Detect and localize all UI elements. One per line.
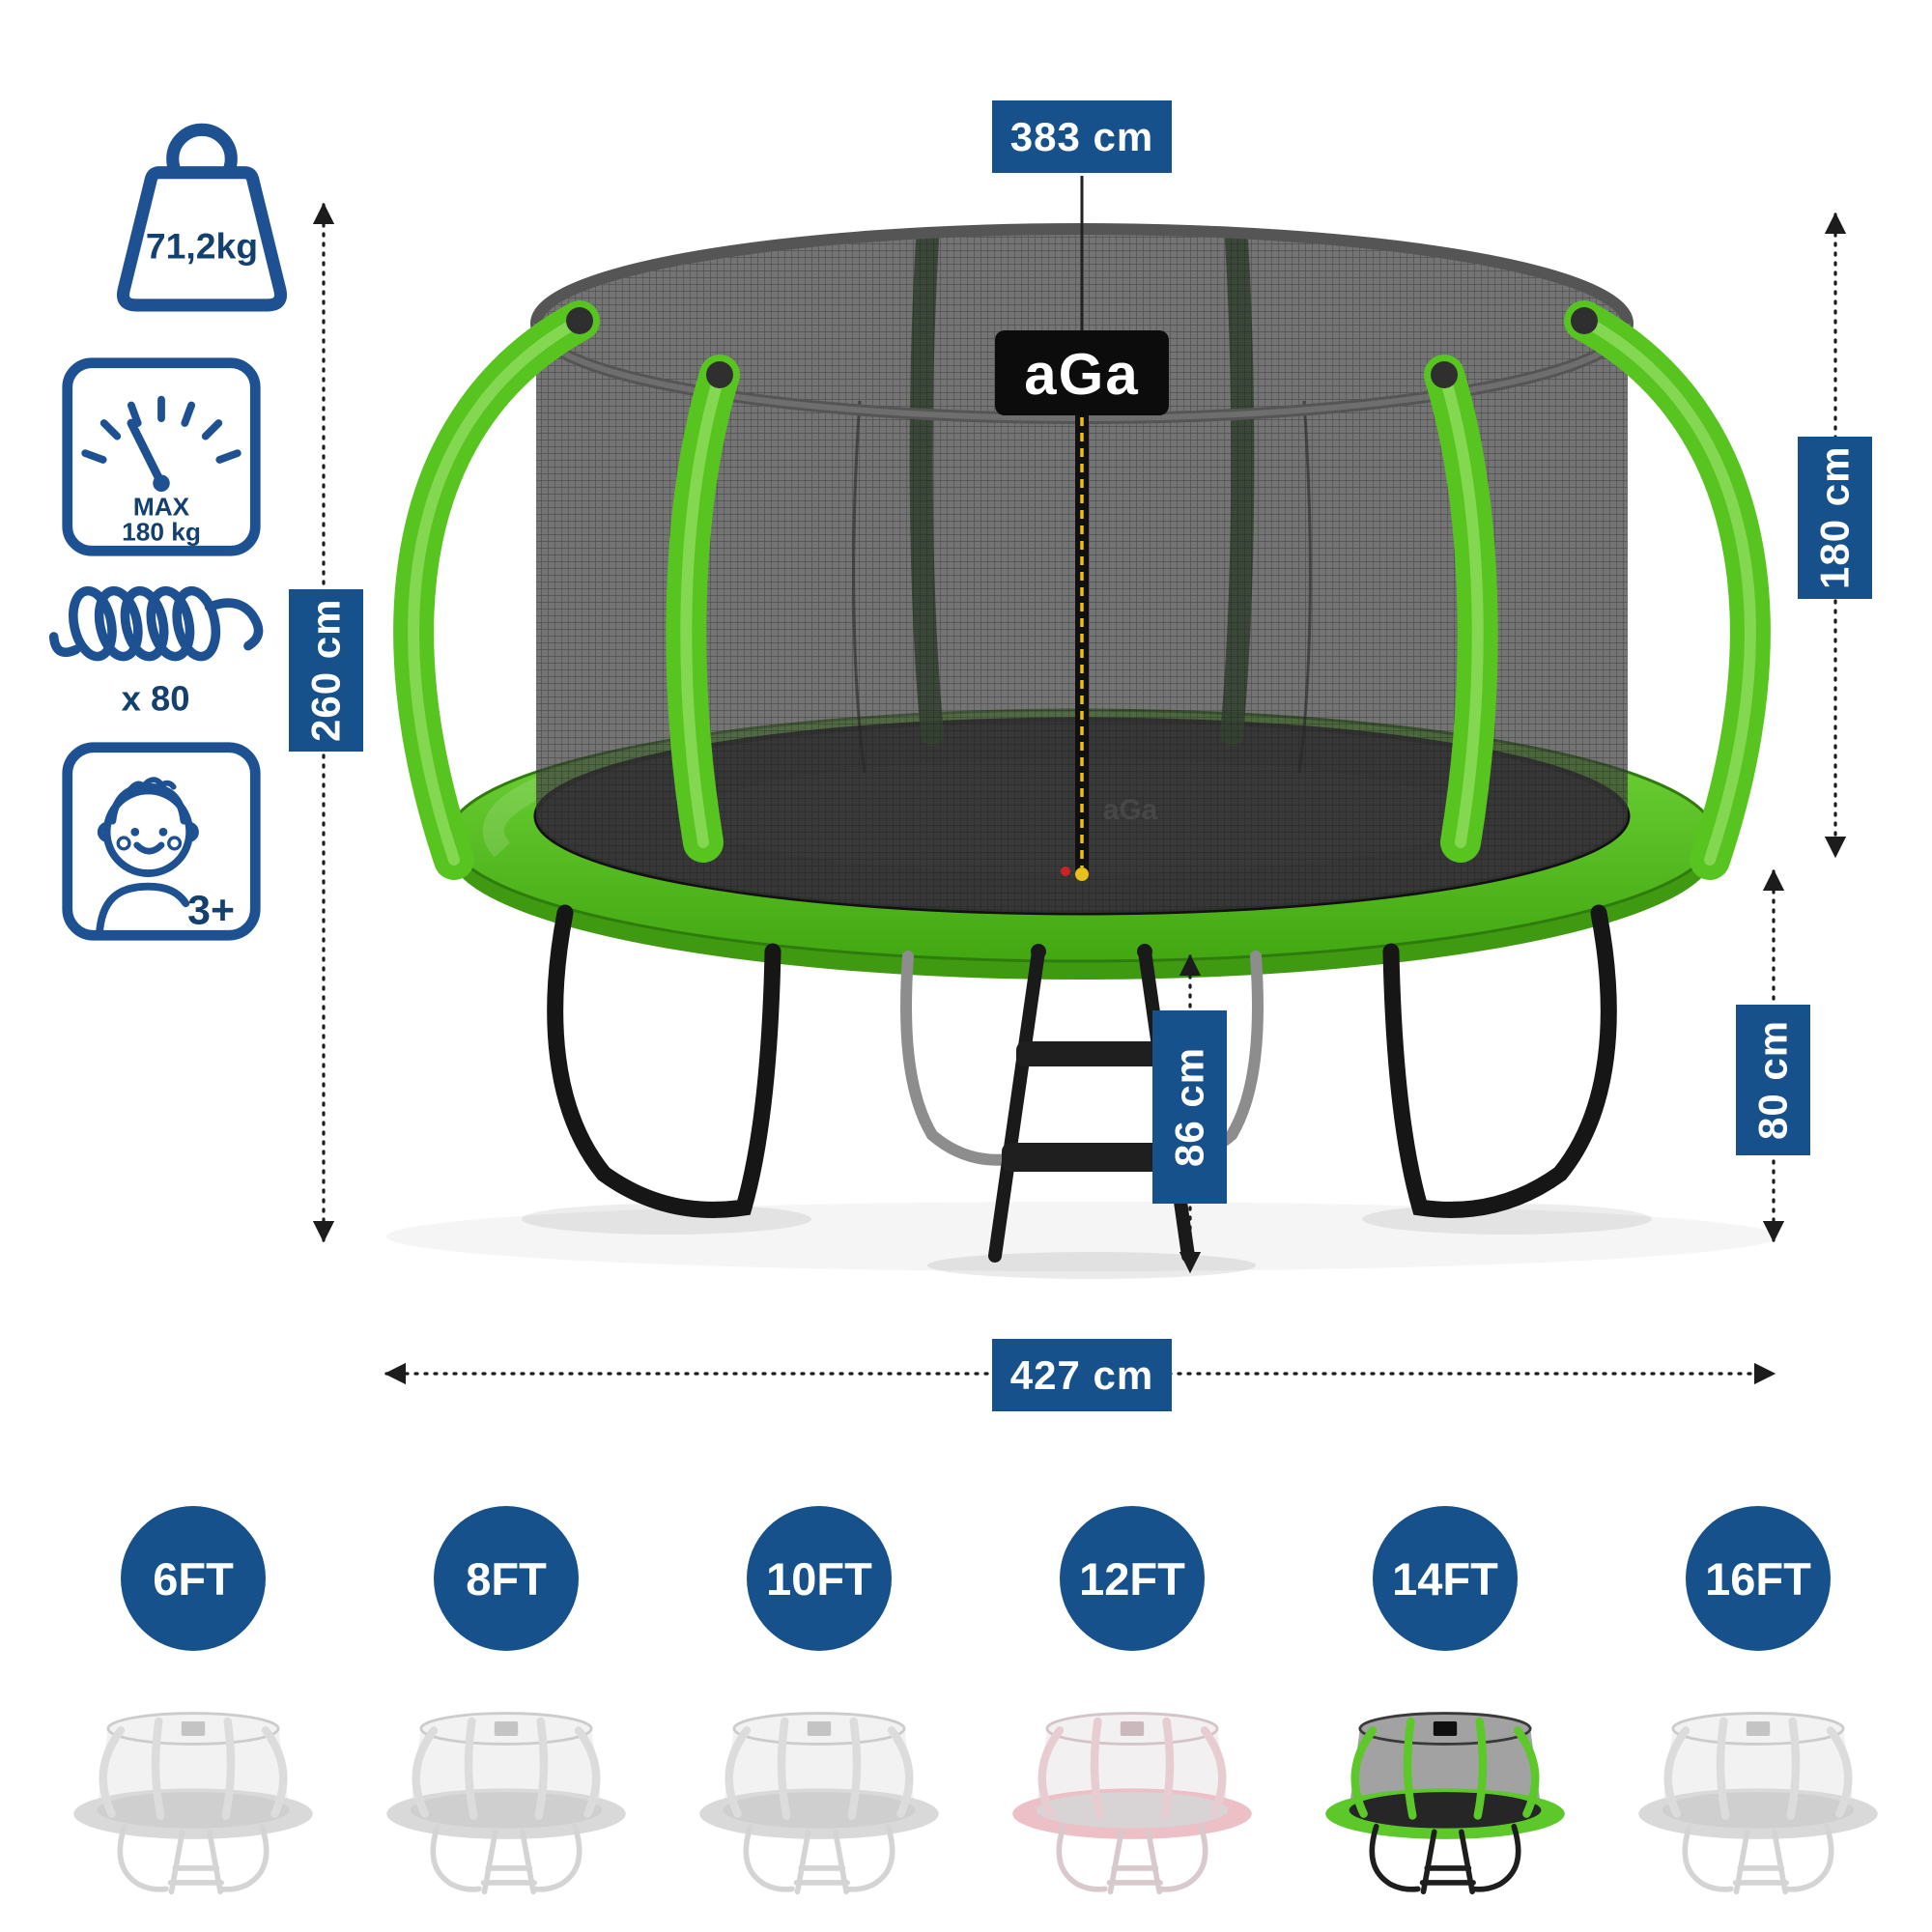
mat-logo-text: aGa [1103,794,1158,826]
size-unit: FT [1129,1552,1185,1605]
age-label: 3+ [187,888,235,934]
springs-count-label: x 80 [122,679,190,719]
trampoline-thumbnail-12ft [987,1676,1277,1912]
size-unit: FT [178,1552,234,1605]
max-load-label-line2: 180 kg [122,518,201,547]
size-unit: FT [1755,1552,1811,1605]
ladder-step [1002,1143,1181,1172]
size-unit: FT [491,1552,547,1605]
size-value: 12 [1079,1552,1130,1605]
trampoline-thumbnail-16ft [1613,1676,1903,1912]
trampoline-thumbnail-10ft [674,1676,964,1912]
brand-logo-text: aGa [1024,342,1139,407]
brand-logo-patch: aGa [995,330,1169,415]
size-value: 14 [1392,1552,1443,1605]
size-value: 10 [766,1552,817,1605]
dimension-net-diameter: 383 cm [992,100,1172,173]
dimension-frame-height: 80 cm [1736,1005,1810,1155]
size-value: 8 [466,1552,492,1605]
ground-shadows [386,1202,1777,1279]
child-icon: 3+ [62,742,261,941]
scale-icon: MAX 180 kg [62,357,261,556]
enclosure-poles [393,300,1771,880]
trampoline-thumbnail-6ft [48,1676,338,1912]
size-unit: FT [816,1552,872,1605]
size-value: 6 [153,1552,179,1605]
entrance-zipper [1061,176,1089,881]
size-value: 16 [1705,1552,1756,1605]
max-load-label-line1: MAX [133,492,190,521]
dimension-total-height: 260 cm [289,589,363,752]
spring-icon: x 80 [48,585,264,719]
trampoline-thumbnail-14ft [1300,1676,1590,1912]
trampoline-thumbnail-8ft [361,1676,651,1912]
weight-label: 71,2kg [146,225,258,266]
dimension-net-height: 180 cm [1798,437,1872,599]
weight-icon: 71,2kg [117,123,287,312]
size-unit: FT [1442,1552,1498,1605]
dimension-total-width: 427 cm [992,1339,1172,1411]
dimension-ladder-height: 86 cm [1152,1010,1227,1204]
ladder-step [1016,1041,1169,1066]
